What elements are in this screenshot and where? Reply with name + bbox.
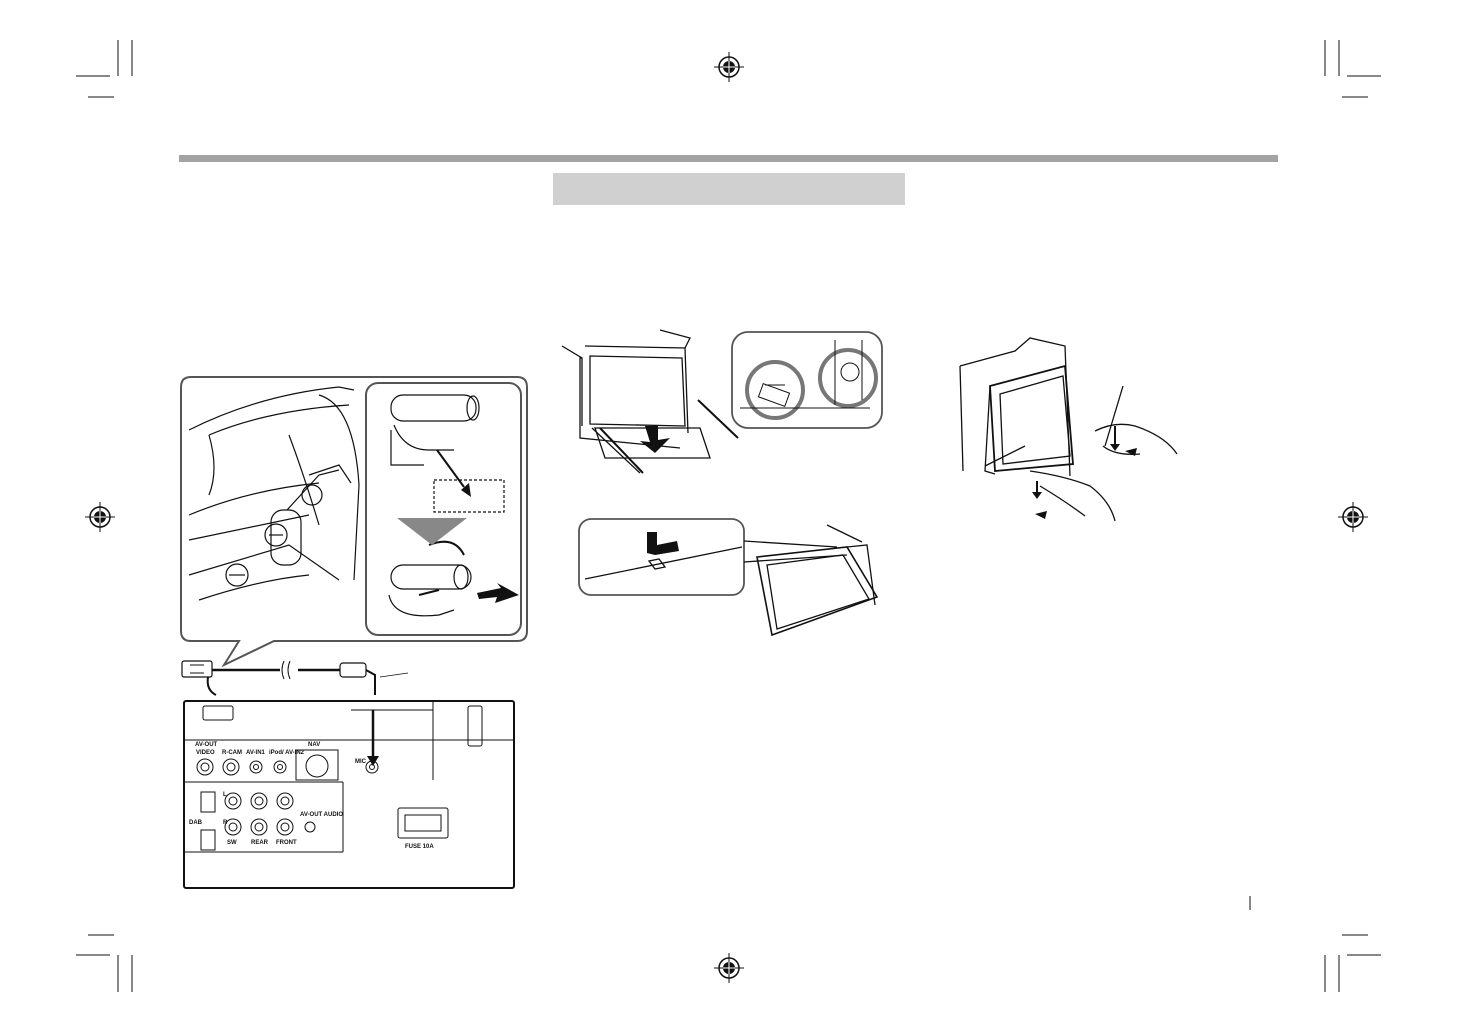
label-dab: DAB <box>189 820 203 826</box>
label-video: VIDEO <box>196 750 215 756</box>
label-fuse: FUSE 10A <box>405 844 434 850</box>
header-rule <box>179 155 1278 162</box>
label-nav: NAV <box>308 742 320 748</box>
microphone-cable <box>181 660 409 696</box>
clip-detail-callout <box>731 331 883 429</box>
label-sw: SW <box>227 840 237 846</box>
label-av-out: AV-OUT <box>195 742 218 748</box>
registration-mark-icon <box>85 502 115 532</box>
label-r: R <box>223 820 228 826</box>
attach-faceplate-illustration <box>578 518 879 637</box>
rear-panel-details: AV-OUT VIDEO R-CAM AV-IN1 iPod/ AV-IN2 N… <box>185 702 513 853</box>
registration-mark-icon <box>714 953 744 983</box>
rear-panel <box>183 700 515 889</box>
detach-faceplate-illustration <box>561 329 740 474</box>
registration-mark-icon <box>714 52 744 82</box>
label-rear: REAR <box>251 840 269 846</box>
label-ipod-av-in2: iPod/ AV-IN2 <box>269 750 305 756</box>
label-front: FRONT <box>276 840 297 846</box>
label-mic: MIC <box>355 759 367 765</box>
section-heading-bar <box>553 173 905 205</box>
label-av-out-audio: AV-OUT AUDIO <box>300 812 343 818</box>
label-l: L <box>223 792 227 798</box>
remove-unit-illustration <box>959 337 1178 522</box>
registration-mark-icon <box>1338 502 1368 532</box>
label-av-in1: AV-IN1 <box>246 750 266 756</box>
label-r-cam: R-CAM <box>222 750 242 756</box>
microphone-installation-illustration <box>180 376 528 668</box>
